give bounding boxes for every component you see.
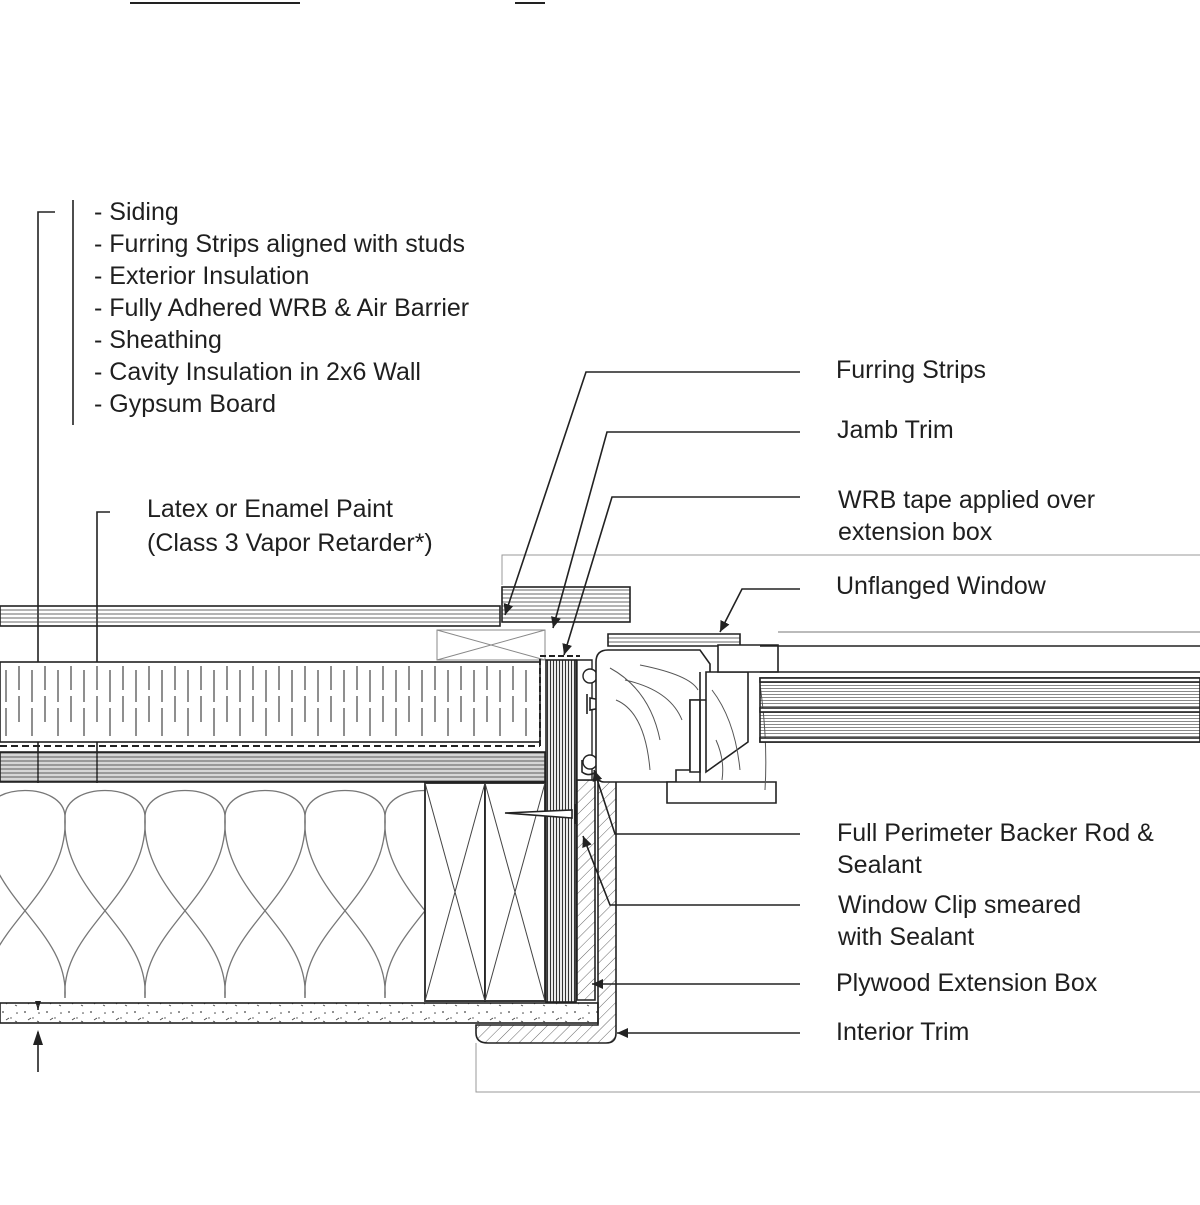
layer-cavity-insulation: - Cavity Insulation in 2x6 Wall — [94, 358, 421, 386]
siding-board — [0, 605, 501, 627]
layer-sheathing: - Sheathing — [94, 326, 222, 354]
callout-interior-trim: Interior Trim — [836, 1018, 970, 1046]
callout-backer-rod-line2: Sealant — [837, 851, 922, 879]
studs — [424, 782, 546, 1002]
callout-window-clip-line1: Window Clip smeared — [838, 891, 1082, 919]
batt-loop — [144, 790, 226, 999]
layer-furring-strips: - Furring Strips aligned with studs — [94, 230, 465, 258]
gypsum-board — [0, 1002, 599, 1024]
callout-window-clip-line2: with Sealant — [838, 923, 975, 951]
batt-loop — [0, 790, 66, 999]
furring-strip — [436, 629, 546, 661]
callout-wrb-tape-line1: WRB tape applied over — [838, 486, 1096, 514]
layer-wrb: - Fully Adhered WRB & Air Barrier — [94, 294, 470, 322]
jamb-trim — [501, 586, 631, 623]
batt-loop — [304, 790, 386, 999]
callout-backer-rod-line1: Full Perimeter Backer Rod & — [837, 819, 1154, 847]
callout-furring-strips: Furring Strips — [836, 356, 987, 384]
paint-note: Latex or Enamel Paint (Class 3 Vapor Ret… — [147, 492, 433, 560]
callout-unflanged-window: Unflanged Window — [836, 572, 1046, 600]
reference-outlines — [475, 554, 1200, 1093]
paint-note-line1: Latex or Enamel Paint — [147, 495, 393, 523]
bracket-arrow-up — [33, 1030, 43, 1045]
batt-loop — [224, 790, 306, 999]
stud-crosses — [424, 782, 546, 1002]
wall-assembly-list: - Siding - Furring Strips aligned with s… — [94, 196, 469, 420]
layer-exterior-insulation: - Exterior Insulation — [94, 262, 310, 290]
callout-leaders — [503, 371, 800, 1038]
callout-wrb-tape-line2: extension box — [838, 518, 993, 546]
buck-board — [545, 659, 577, 1003]
glazing-unit — [759, 631, 1200, 743]
wrb-tape-wrap — [539, 655, 580, 746]
plywood-extension-box — [576, 779, 596, 1001]
extension-box-liner — [576, 659, 593, 781]
batt-loop — [64, 790, 146, 999]
window-frame — [595, 633, 779, 804]
sheathing — [0, 751, 546, 783]
callout-jamb-trim: Jamb Trim — [837, 416, 954, 444]
exterior-insulation — [0, 661, 541, 743]
paint-note-line2: (Class 3 Vapor Retarder*) — [147, 529, 433, 557]
interior-trim — [475, 779, 617, 1044]
layer-siding: - Siding — [94, 198, 179, 226]
clip-screw — [504, 804, 576, 824]
layer-gypsum-board: - Gypsum Board — [94, 390, 277, 418]
callout-plywood-extension-box: Plywood Extension Box — [836, 969, 1098, 997]
exterior-insulation-marks — [5, 666, 527, 736]
cavity-zone — [0, 783, 425, 1001]
